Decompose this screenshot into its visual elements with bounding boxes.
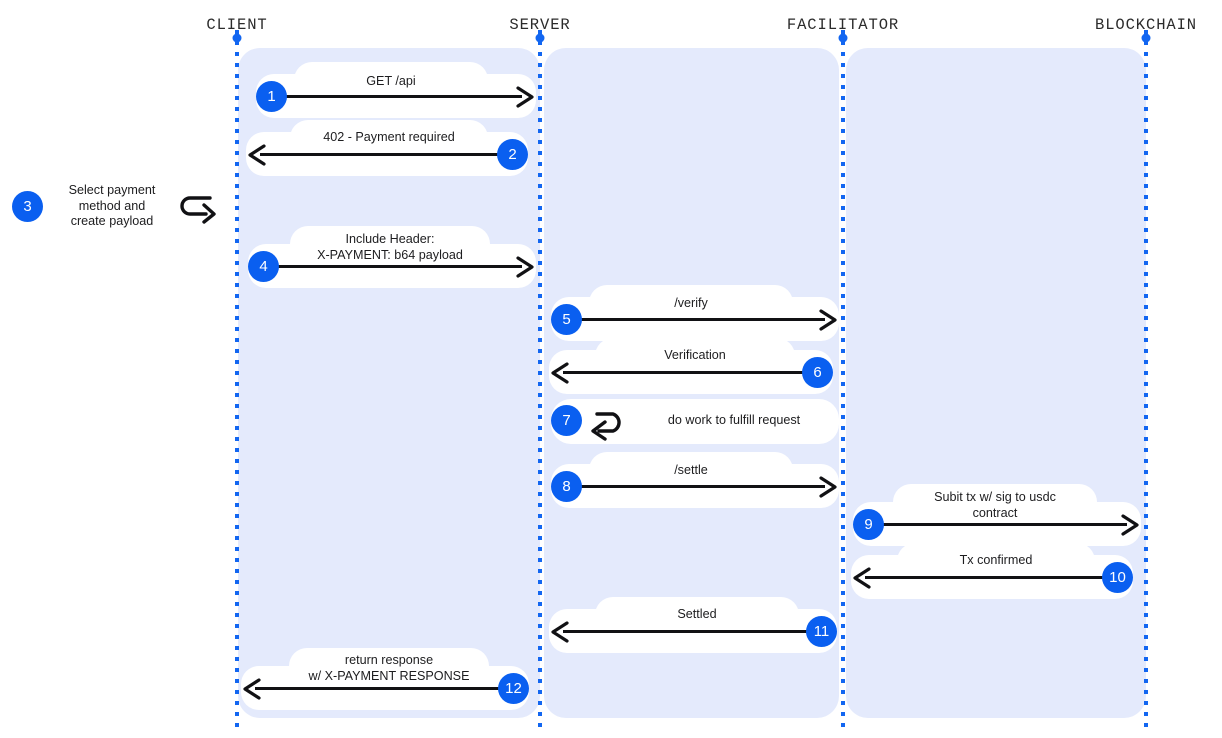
lifeline-dot-server — [535, 33, 545, 43]
arrow-head-left-icon — [246, 143, 266, 166]
message-label: Tx confirmed — [959, 553, 1033, 567]
lifeline-dot-client — [232, 33, 242, 43]
message-arrow-line — [563, 630, 821, 633]
message-label-card — [893, 484, 1097, 530]
step-number-badge: 6 — [802, 357, 833, 388]
arrow-head-right-icon — [516, 255, 536, 278]
note-step-7: do work to fulfill request 7 — [551, 399, 839, 444]
self-loop-arrow-right-icon — [178, 190, 222, 224]
message-label-card — [289, 648, 489, 694]
message-step-6: Verification 6 — [549, 338, 833, 394]
message-arrow-line — [869, 523, 1127, 526]
arrow-head-left-icon — [241, 677, 261, 700]
message-arrow-line — [264, 265, 522, 268]
lifeline-facilitator — [841, 30, 845, 732]
message-arrow-line — [865, 576, 1117, 579]
lifeline-band-facilitator — [846, 48, 1146, 718]
step-number-badge: 5 — [551, 304, 582, 335]
note-step-3: Select payment method and create payload… — [4, 178, 224, 234]
step-number-badge: 1 — [256, 81, 287, 112]
step-number-badge: 3 — [12, 191, 43, 222]
message-step-11: Settled 11 — [549, 597, 837, 653]
lane-header-client: CLIENT — [206, 16, 268, 34]
lane-header-server: SERVER — [509, 16, 571, 34]
message-arrow-line — [255, 687, 513, 690]
arrow-head-right-icon — [516, 85, 536, 108]
message-arrow-line — [272, 95, 522, 98]
message-step-4: Include Header: X-PAYMENT: b64 payload 4 — [248, 226, 536, 288]
lifeline-dot-facilitator — [838, 33, 848, 43]
step-number-badge: 4 — [248, 251, 279, 282]
arrow-head-right-icon — [819, 308, 839, 331]
lifeline-blockchain — [1144, 30, 1148, 732]
lane-header-blockchain: BLOCKCHAIN — [1094, 16, 1198, 34]
message-label: 402 - Payment required — [323, 130, 455, 144]
note-label: do work to fulfill request — [667, 413, 801, 427]
arrow-head-right-icon — [819, 475, 839, 498]
lifeline-dot-blockchain — [1141, 33, 1151, 43]
lifeline-client — [235, 30, 239, 732]
message-step-9: Subit tx w/ sig to usdc contract 9 — [853, 484, 1141, 546]
step-number-badge: 7 — [551, 405, 582, 436]
arrow-head-right-icon — [1121, 513, 1141, 536]
step-number-badge: 8 — [551, 471, 582, 502]
message-label: Settled — [677, 607, 717, 621]
lifeline-server — [538, 30, 542, 732]
lane-header-facilitator: FACILITATOR — [786, 16, 900, 34]
message-arrow-line — [567, 318, 825, 321]
message-step-5: /verify 5 — [551, 285, 839, 341]
message-label: Verification — [664, 348, 726, 362]
message-arrow-line — [563, 371, 817, 374]
message-step-12: return response w/ X-PAYMENT RESPONSE 12 — [241, 648, 529, 710]
message-arrow-line — [567, 485, 825, 488]
message-label: /verify — [674, 296, 708, 310]
message-step-1: GET /api 1 — [256, 62, 536, 118]
arrow-head-left-icon — [549, 361, 569, 384]
message-label: Subit tx w/ sig to usdc contract — [934, 490, 1056, 520]
message-step-10: Tx confirmed 10 — [851, 543, 1133, 599]
message-arrow-line — [260, 153, 512, 156]
note-label: Select payment method and create payload — [68, 183, 156, 228]
message-label: /settle — [674, 463, 708, 477]
message-step-2: 402 - Payment required 2 — [246, 120, 528, 176]
message-step-8: /settle 8 — [551, 452, 839, 508]
step-number-badge: 10 — [1102, 562, 1133, 593]
self-loop-arrow-left-icon — [583, 405, 629, 441]
step-number-badge: 9 — [853, 509, 884, 540]
message-label: GET /api — [366, 74, 416, 88]
step-number-badge: 12 — [498, 673, 529, 704]
message-label-card — [290, 226, 490, 272]
arrow-head-left-icon — [549, 620, 569, 643]
step-number-badge: 2 — [497, 139, 528, 170]
arrow-head-left-icon — [851, 566, 871, 589]
step-number-badge: 11 — [806, 616, 837, 647]
message-label: Include Header: X-PAYMENT: b64 payload — [317, 232, 463, 262]
message-label: return response w/ X-PAYMENT RESPONSE — [308, 653, 470, 683]
